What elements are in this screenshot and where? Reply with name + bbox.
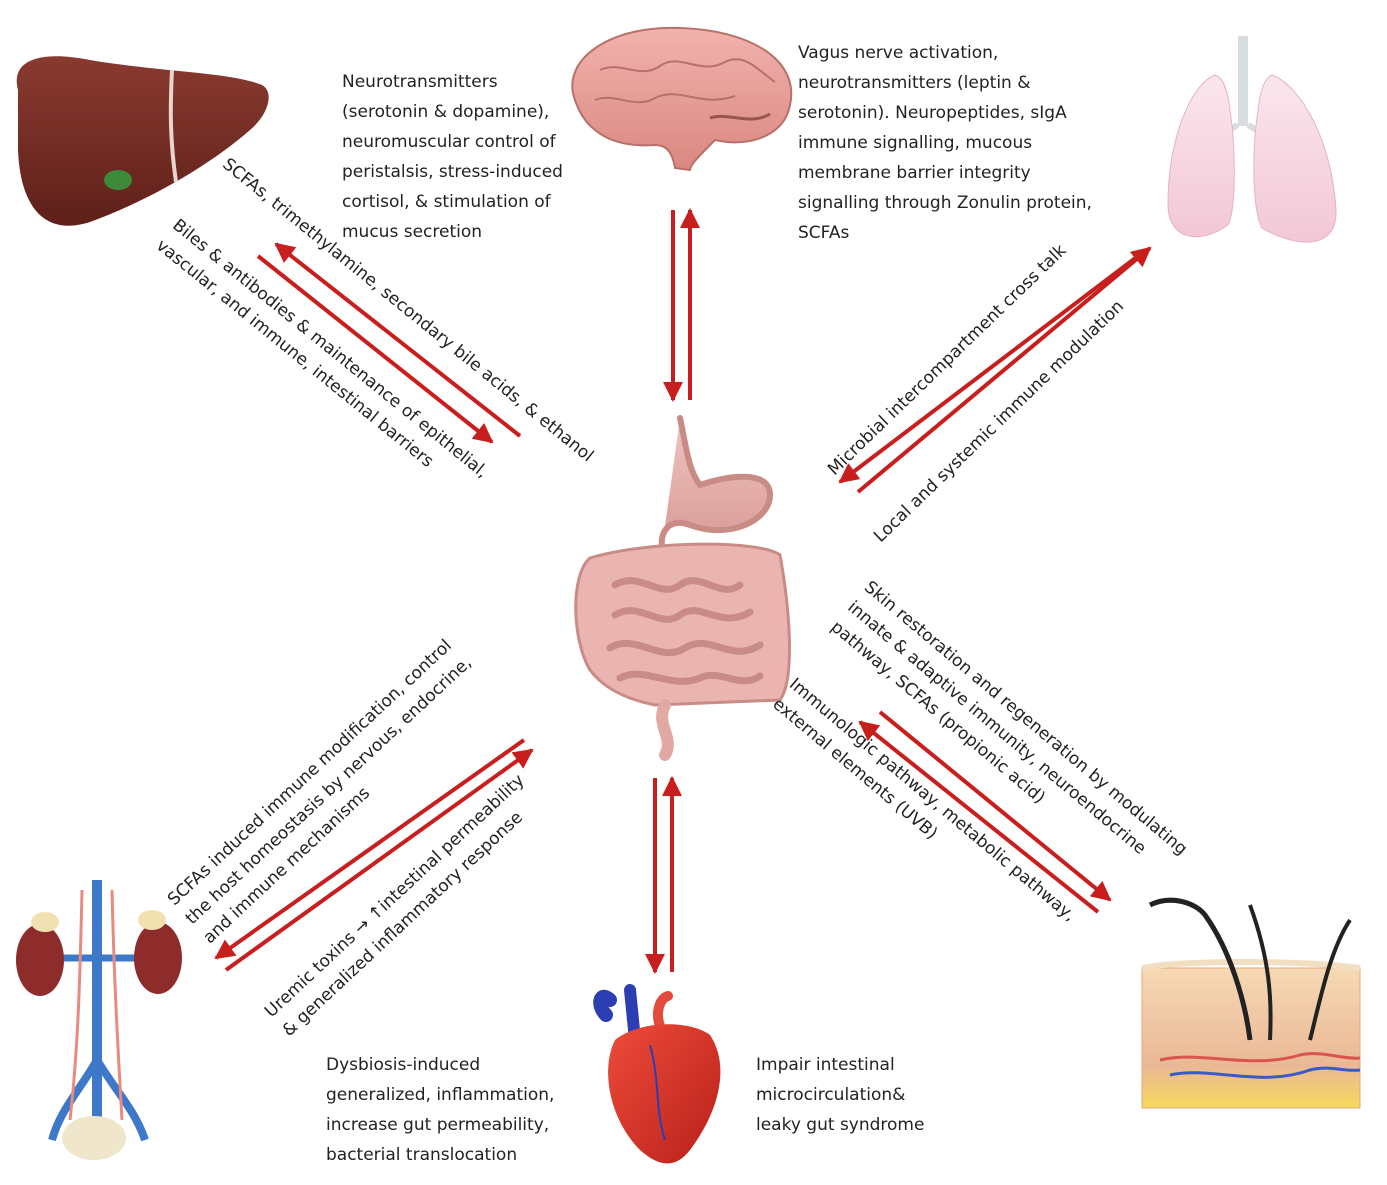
- brain-right-line: Vagus nerve activation,: [798, 38, 1092, 68]
- skin-icon: [1142, 900, 1360, 1108]
- arrow-gut-to-lung: [858, 248, 1150, 492]
- brain-left-line: mucus secretion: [342, 217, 563, 247]
- brain-right-label: Vagus nerve activation, neurotransmitter…: [798, 38, 1092, 248]
- brain-icon: [572, 28, 791, 170]
- brain-right-line: membrane barrier integrity: [798, 158, 1092, 188]
- brain-right-line: immune signalling, mucous: [798, 128, 1092, 158]
- brain-right-line: serotonin). Neuropeptides, sIgA: [798, 98, 1092, 128]
- brain-left-line: (serotonin & dopamine),: [342, 97, 563, 127]
- brain-left-line: Neurotransmitters: [342, 67, 563, 97]
- brain-left-line: peristalsis, stress-induced: [342, 157, 563, 187]
- heart-icon: [600, 990, 720, 1164]
- intestines-icon: [576, 418, 790, 755]
- heart-right-label: Impair intestinal microcirculation& leak…: [756, 1050, 924, 1140]
- kidney-icon: [16, 880, 182, 1160]
- heart-left-line: generalized, inflammation,: [326, 1080, 554, 1110]
- brain-right-line: neurotransmitters (leptin &: [798, 68, 1092, 98]
- heart-left-line: bacterial translocation: [326, 1140, 554, 1170]
- heart-left-line: Dysbiosis-induced: [326, 1050, 554, 1080]
- brain-right-line: signalling through Zonulin protein,: [798, 188, 1092, 218]
- heart-right-line: Impair intestinal: [756, 1050, 924, 1080]
- lungs-icon: [1168, 36, 1336, 242]
- liver-icon: [17, 56, 269, 225]
- brain-left-label: Neurotransmitters (serotonin & dopamine)…: [342, 67, 563, 247]
- brain-left-line: neuromuscular control of: [342, 127, 563, 157]
- heart-left-label: Dysbiosis-induced generalized, inflammat…: [326, 1050, 554, 1170]
- brain-left-line: cortisol, & stimulation of: [342, 187, 563, 217]
- heart-left-line: increase gut permeability,: [326, 1110, 554, 1140]
- heart-right-line: leaky gut syndrome: [756, 1110, 924, 1140]
- heart-right-line: microcirculation&: [756, 1080, 924, 1110]
